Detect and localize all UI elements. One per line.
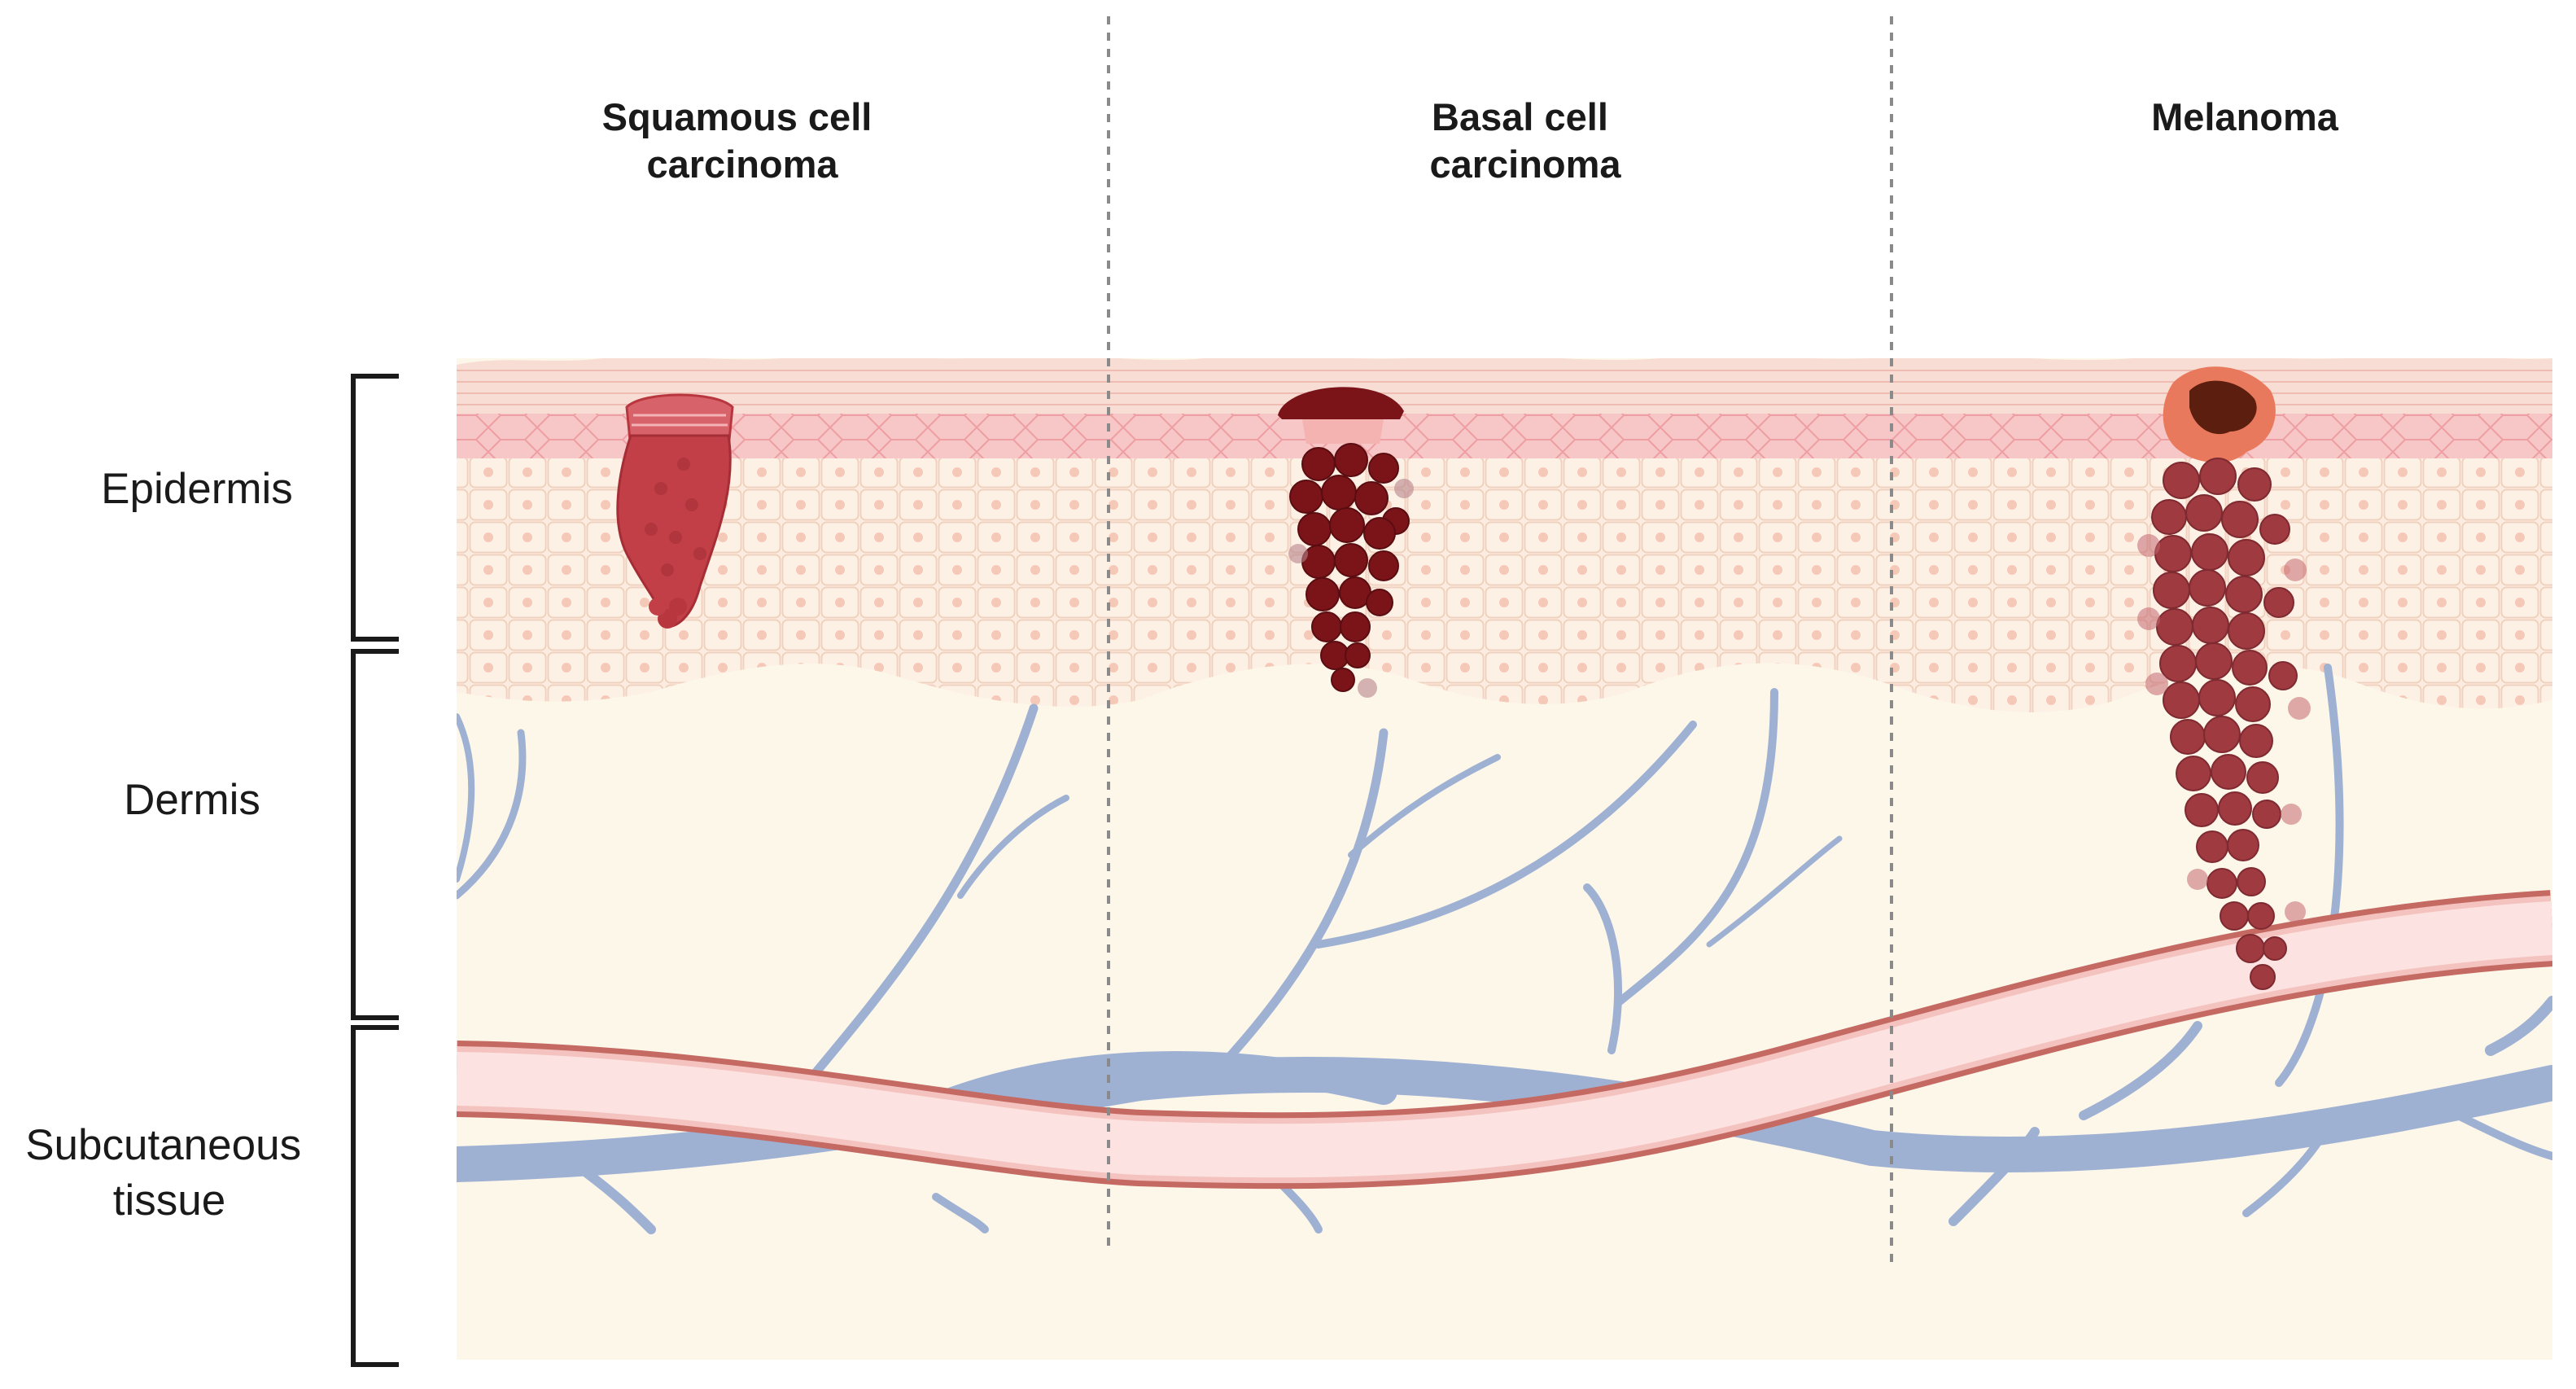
- title-line: carcinoma: [1429, 142, 1621, 186]
- label-line: Subcutaneous: [25, 1121, 301, 1169]
- column-dividers: [1107, 16, 1893, 1270]
- bcc-tumor: [1278, 387, 1414, 698]
- melanoma-tumor: [2137, 366, 2311, 990]
- bracket-dermis: [351, 649, 399, 1020]
- label-line: Epidermis: [101, 465, 293, 513]
- label-line: tissue: [113, 1176, 225, 1225]
- skin-surface: [457, 358, 2552, 368]
- label-line: Dermis: [124, 776, 260, 824]
- title-line: Squamous cell: [602, 95, 873, 138]
- artery: [457, 890, 2552, 1190]
- scc-tumor: [616, 393, 734, 629]
- label-subcutaneous-tissue: Subcutaneous tissue: [25, 1121, 313, 1225]
- column-titles: Squamous cell carcinoma Basal cell carci…: [602, 95, 2339, 186]
- layer-labels: Epidermis Dermis Subcutaneous tissue: [25, 465, 313, 1225]
- title-line: Basal cell: [1432, 95, 1608, 138]
- title-line: Melanoma: [2151, 95, 2339, 138]
- title-line: carcinoma: [646, 142, 838, 186]
- epidermis-cell-layer: [457, 456, 2552, 712]
- layer-brackets: [351, 374, 399, 1367]
- label-dermis: Dermis: [124, 776, 260, 824]
- label-epidermis: Epidermis: [101, 465, 293, 513]
- title-squamous-cell-carcinoma: Squamous cell carcinoma: [602, 95, 883, 186]
- title-basal-cell-carcinoma: Basal cell carcinoma: [1429, 95, 1621, 186]
- bracket-subcutaneous: [351, 1025, 399, 1367]
- bracket-epidermis: [351, 374, 399, 642]
- title-melanoma: Melanoma: [2151, 95, 2339, 138]
